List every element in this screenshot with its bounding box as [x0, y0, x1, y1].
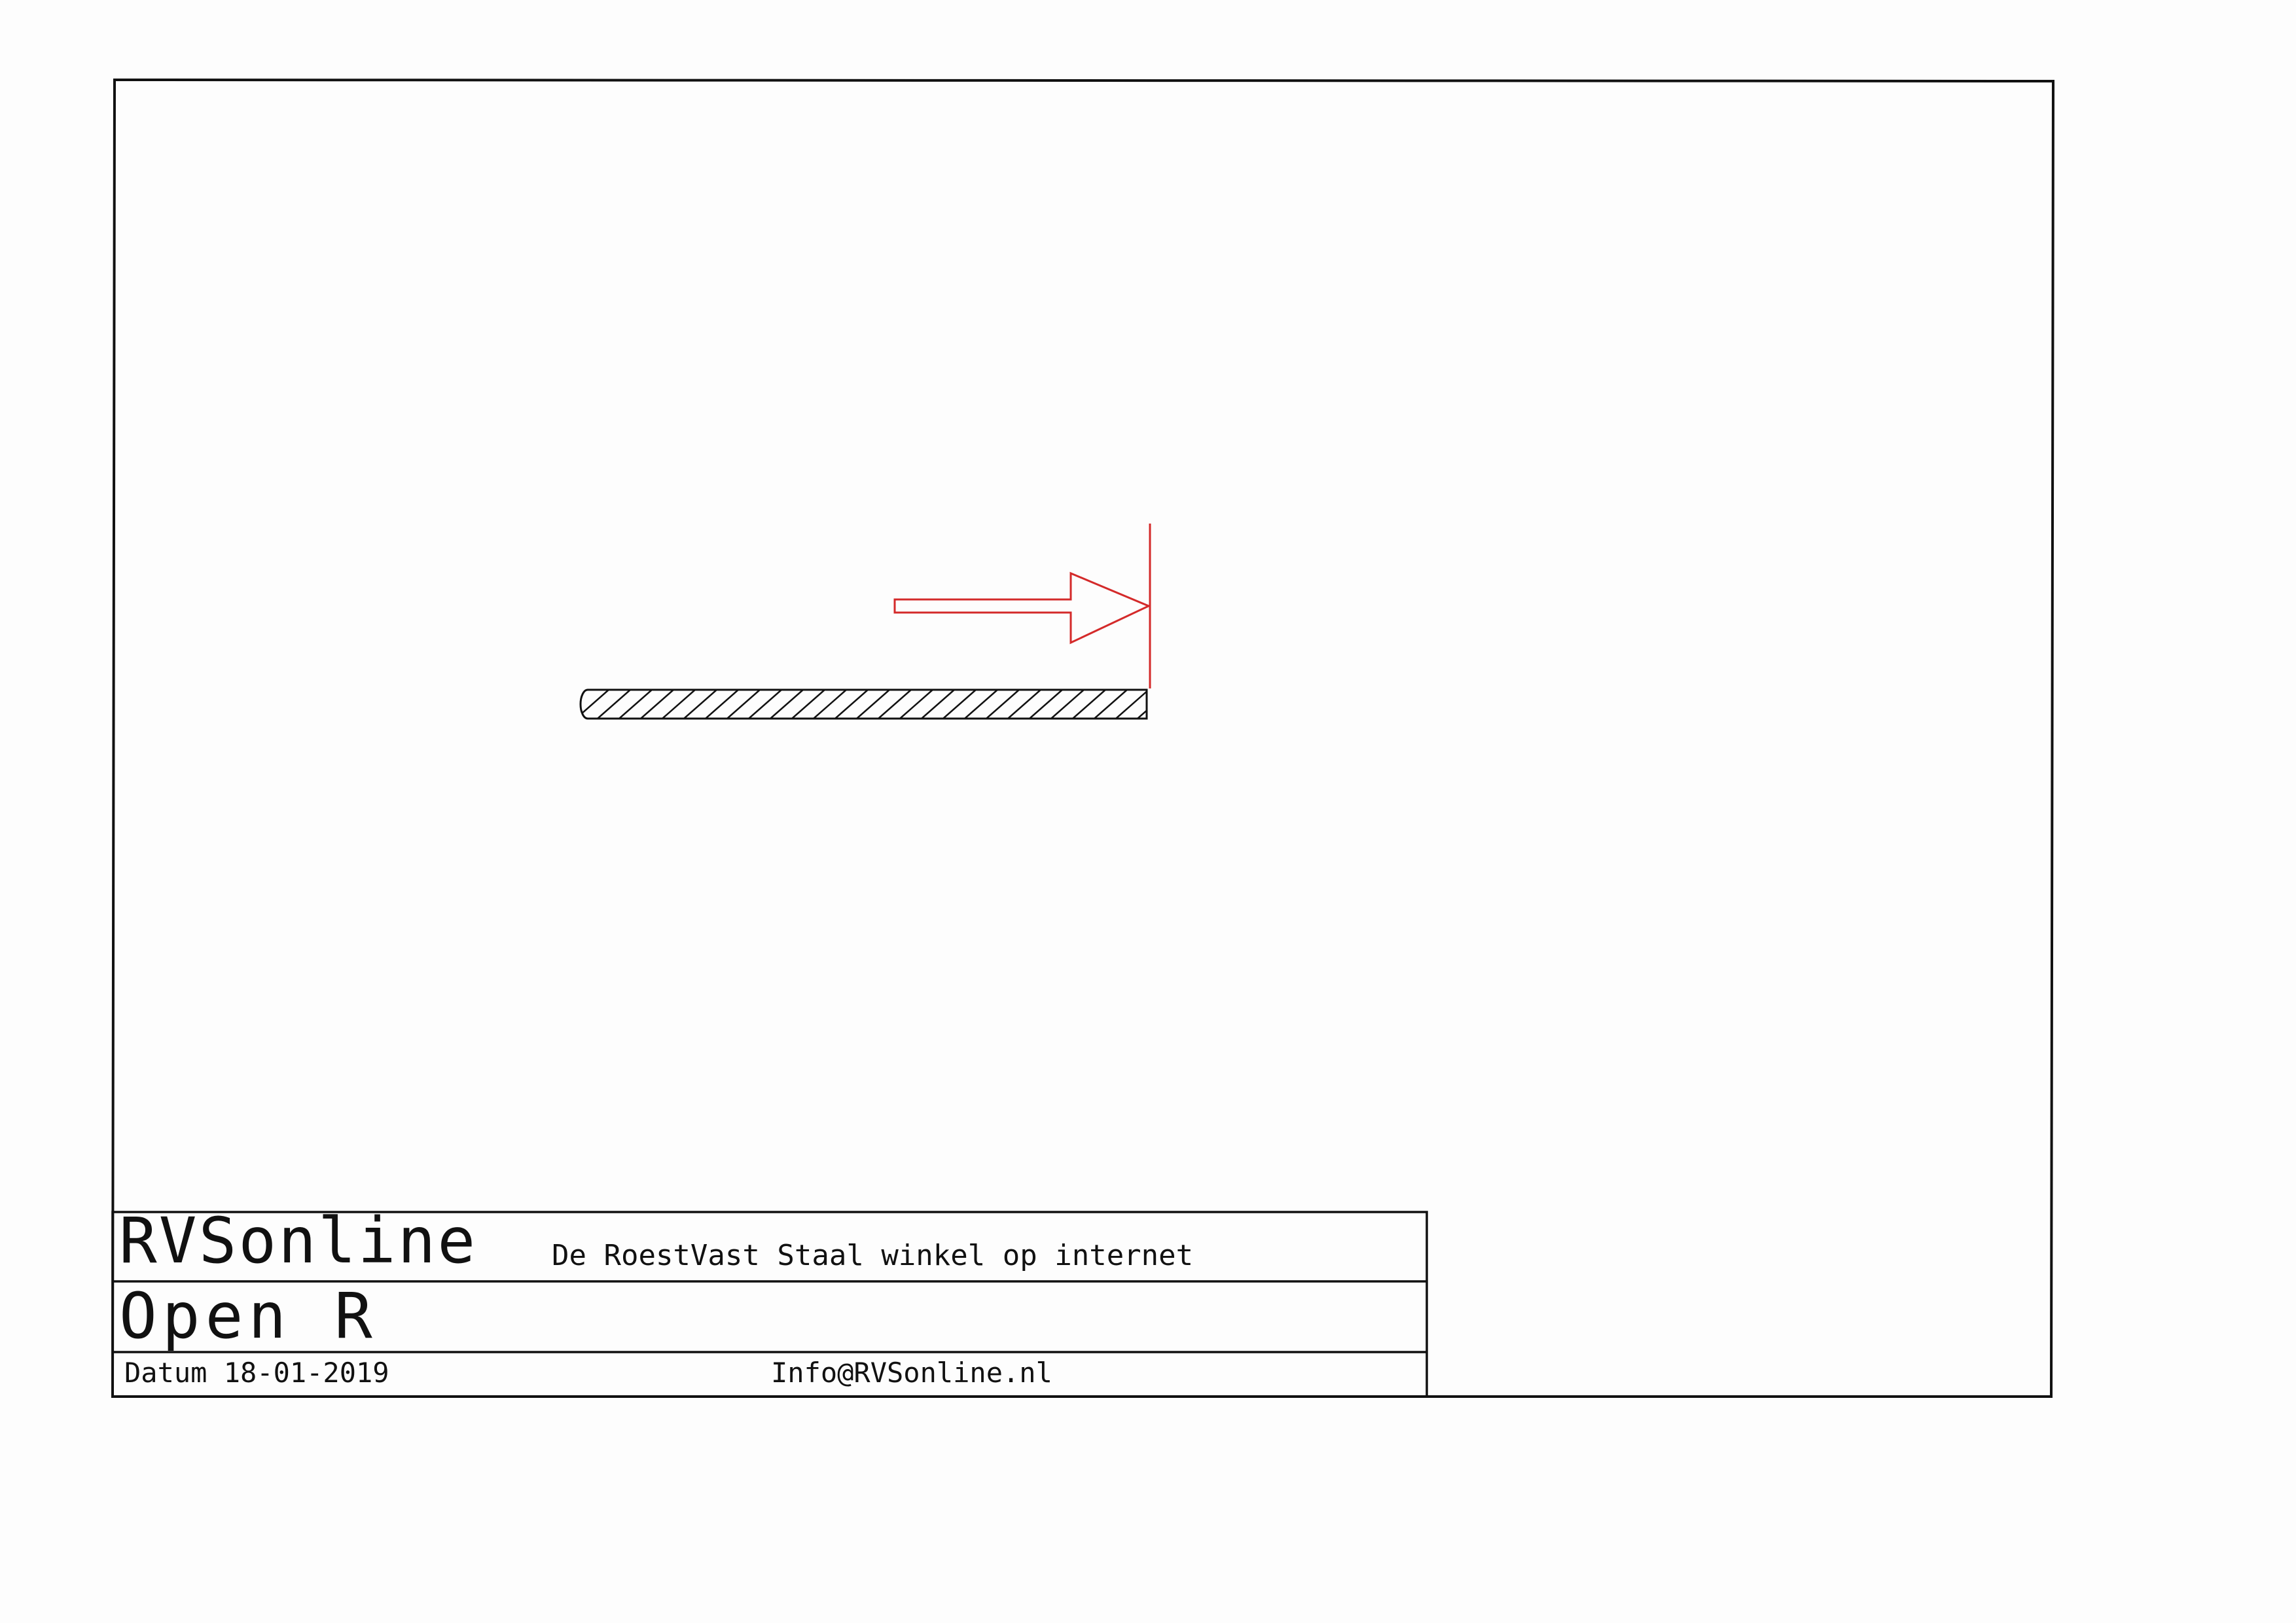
- hatch-line: [964, 690, 998, 719]
- contact-email: Info@RVSonline.nl: [771, 1357, 1052, 1389]
- drawing-date: Datum 18-01-2019: [124, 1357, 389, 1389]
- hatch-line: [921, 690, 955, 719]
- hatch-line: [834, 690, 869, 719]
- hatch-line: [791, 690, 825, 719]
- hatch-line: [1159, 690, 1192, 719]
- hatch-line: [1029, 690, 1063, 719]
- hatch-line: [1007, 690, 1041, 719]
- hatch-line: [899, 690, 933, 719]
- hatch-line: [942, 690, 977, 719]
- hatch-line: [1115, 690, 1147, 719]
- brand-name: RVSonline: [119, 1204, 478, 1277]
- hatch-line: [1137, 690, 1147, 719]
- hatch-line: [705, 690, 739, 719]
- hatch-line: [878, 690, 912, 719]
- hatch-line: [662, 690, 696, 719]
- brand-tagline: De RoestVast Staal winkel op internet: [552, 1239, 1194, 1272]
- hatch-line: [856, 690, 890, 719]
- hatch-line: [683, 690, 717, 719]
- hatch-line: [1072, 690, 1106, 719]
- hatched-profile: [579, 688, 1213, 720]
- hatch-line: [640, 690, 674, 719]
- hatch-line: [1094, 690, 1128, 719]
- hatch-line: [813, 690, 847, 719]
- title-block-frame: [111, 1211, 1428, 1398]
- drawing-border: [111, 78, 2055, 1398]
- hatch-line: [986, 690, 1020, 719]
- hatch-line: [597, 690, 631, 719]
- hatch-line: [726, 690, 761, 719]
- hatch-line: [748, 690, 782, 719]
- hatch-line: [619, 690, 653, 719]
- hatch-line: [1050, 690, 1085, 719]
- hatch-line: [770, 690, 804, 719]
- drawing-title: Open R: [119, 1279, 378, 1353]
- hatch-line: [1181, 690, 1213, 719]
- section-arrow: [893, 571, 1151, 645]
